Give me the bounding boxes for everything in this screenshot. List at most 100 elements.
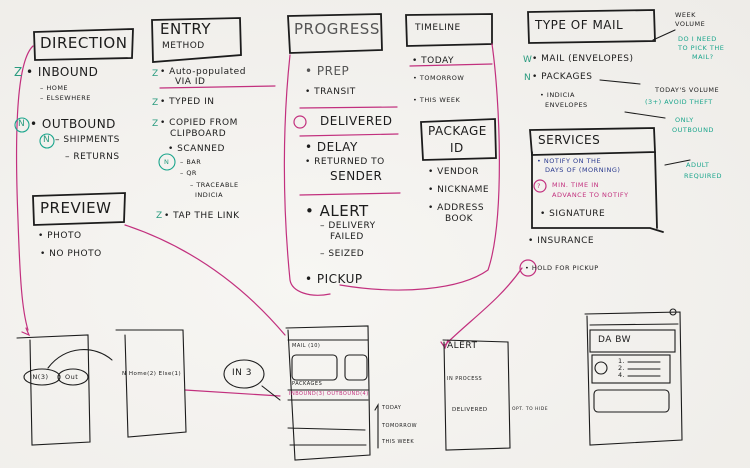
sketch-screen4: [442, 339, 511, 451]
direction-title: Direction: [40, 34, 128, 52]
services-item: min. time in: [552, 181, 599, 189]
entry-item: • Auto-populated: [160, 67, 246, 77]
marker-n: N: [164, 158, 170, 166]
package-id-item: book: [445, 214, 474, 224]
note-avoid-theft: (3+) Avoid theft: [645, 98, 713, 106]
sketch1-out: Out: [65, 373, 79, 381]
direction-item: – Elsewhere: [40, 94, 91, 102]
note-todays-volume: Today's volume: [655, 86, 720, 94]
services-title: Services: [538, 133, 601, 147]
progress-item: failed: [330, 232, 364, 242]
package-id-title: Package: [428, 124, 487, 138]
note-pick-mail: Do I need: [678, 35, 717, 43]
entry-item: • Typed in: [160, 97, 215, 107]
type-of-mail-item: • Mail (envelopes): [532, 54, 634, 64]
package-id-item: • Address: [428, 203, 485, 213]
entry-item: clipboard: [170, 129, 227, 139]
type-of-mail-title: Type of mail: [535, 18, 624, 32]
entry-item: • Scanned: [168, 144, 225, 154]
entry-item: indicia: [195, 191, 224, 199]
arrow-screen2-to-3: [184, 389, 281, 397]
marker-z: Z: [152, 98, 159, 108]
note-week-volume: Week: [675, 11, 696, 19]
in-badge: IN 3: [232, 368, 252, 378]
entry-item: • Copied from: [160, 118, 238, 128]
sketch3-timeline: Tomorrow: [382, 423, 418, 429]
services-outline: [531, 151, 664, 233]
sketch4-row: Delivered: [452, 407, 488, 413]
sketch-screen2: [115, 329, 187, 438]
type-of-mail-item: • Indicia: [540, 91, 576, 99]
arrow-hold-pickup: [444, 267, 523, 346]
entry-item: – Bar: [180, 158, 202, 166]
sketch-screen1: [16, 334, 91, 446]
note-week-volume: volume: [675, 20, 706, 28]
sketch5-list: 4.: [618, 371, 626, 379]
entry-method-title: Entry: [160, 20, 211, 38]
entry-item: – QR: [180, 169, 197, 177]
package-id-item: • Nickname: [428, 185, 490, 195]
entry-item: via ID: [175, 77, 206, 87]
note-only-outbound: outbound: [672, 126, 714, 134]
entry-item: • Tap the link: [164, 211, 240, 221]
services-question-mark: ?: [537, 182, 541, 190]
package-id-box: [420, 118, 497, 161]
services-item: • Notify on the: [537, 157, 602, 165]
package-id-title: ID: [450, 141, 464, 155]
sketch3-mail: Mail (10): [292, 343, 321, 349]
preview-box: [32, 192, 126, 226]
sketch-screen3: [285, 325, 371, 461]
services-item: advance to notify: [552, 191, 629, 199]
marker-z: Z: [156, 211, 163, 221]
progress-item: Delivered: [320, 114, 393, 128]
progress-item: • Delay: [305, 140, 358, 154]
progress-item: • Prep: [305, 64, 350, 78]
type-of-mail-box: [527, 9, 656, 44]
marker-z: Z: [152, 69, 159, 79]
sketch4-row: In process: [447, 376, 483, 382]
progress-item: • Transit: [305, 87, 356, 97]
type-of-mail-item: • Packages: [532, 72, 593, 82]
timeline-item: • Today: [412, 56, 454, 66]
timeline-outline: [339, 43, 500, 291]
package-id-item: • Vendor: [428, 167, 480, 177]
services-item: • Hold for pickup: [525, 264, 599, 272]
progress-item: sender: [330, 169, 383, 183]
progress-item: – Seized: [320, 249, 365, 259]
preview-item: • Photo: [38, 231, 82, 241]
progress-item: • Alert: [305, 202, 369, 220]
sketch5-list: 2.: [618, 364, 626, 372]
entry-method-box: [151, 17, 242, 63]
sketch3-packages: Packages: [292, 381, 323, 387]
direction-item: – Home: [40, 84, 69, 92]
timeline-item: • This week: [413, 96, 461, 104]
note-adult-required: Adult: [686, 161, 710, 169]
progress-title: Progress: [294, 20, 380, 38]
services-item: days of (morning): [545, 166, 621, 174]
sketch4-note: Opt. to hide: [512, 407, 549, 412]
entry-item: – Traceable: [190, 181, 239, 189]
sketch-screen5: [584, 311, 683, 446]
note-pick-mail: to pick the: [678, 44, 725, 52]
marker-z: Z: [152, 119, 159, 129]
progress-outline: [283, 54, 331, 296]
sketch5-header: DA BW: [598, 335, 632, 345]
marker-n: N: [43, 135, 51, 145]
progress-item: • Pickup: [305, 272, 363, 286]
note-only-outbound: Only: [675, 116, 694, 124]
timeline-item: • Tomorrow: [413, 74, 465, 82]
marker-n: N: [18, 119, 26, 129]
services-item: • Signature: [540, 209, 606, 219]
sketch3-timeline: Today: [382, 405, 402, 411]
preview-item: • No photo: [40, 249, 102, 259]
progress-item: – Delivery: [320, 221, 376, 231]
preview-title: Preview: [40, 199, 112, 217]
sketch3-timeline: This week: [382, 439, 415, 445]
services-item: • Insurance: [528, 236, 595, 246]
direction-item: • Inbound: [26, 65, 99, 79]
sketch1-in: IN(3): [30, 373, 49, 381]
direction-item: • Outbound: [30, 117, 116, 131]
sketch5-list: 1.: [618, 357, 626, 365]
sketch4-row: Alert: [447, 341, 478, 351]
